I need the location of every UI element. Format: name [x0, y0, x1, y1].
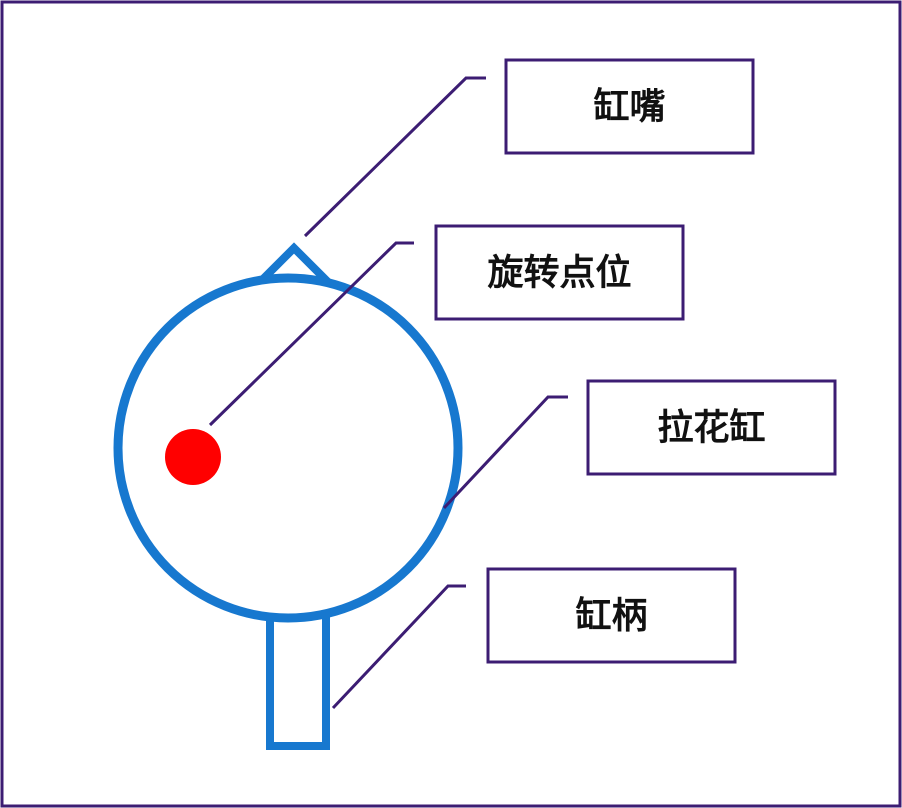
leader-line-handle [331, 584, 466, 710]
label-box-pitcher-body [586, 379, 837, 476]
label-box-pivot-point [434, 224, 685, 321]
leader-lines [208, 76, 568, 710]
pivot-point-dot [165, 429, 221, 485]
label-spout: 缸嘴 [504, 58, 755, 155]
leader-line-pivot [208, 241, 414, 427]
label-pivot-point: 旋转点位 [434, 224, 685, 321]
leader-line-spout [303, 76, 486, 238]
leader-line-body [442, 395, 568, 510]
label-box-spout [504, 58, 755, 155]
label-text-pitcher-body: 拉花缸 [657, 407, 765, 449]
label-box-handle [486, 567, 737, 664]
pitcher-handle [266, 611, 330, 750]
pitcher-body [113, 273, 463, 623]
label-text-handle: 缸柄 [575, 595, 647, 637]
label-pitcher-body: 拉花缸 [586, 379, 837, 476]
label-text-spout: 缸嘴 [593, 86, 665, 128]
pitcher-drawing [113, 242, 463, 750]
label-handle: 缸柄 [486, 567, 737, 664]
label-text-pivot-point: 旋转点位 [487, 253, 631, 294]
